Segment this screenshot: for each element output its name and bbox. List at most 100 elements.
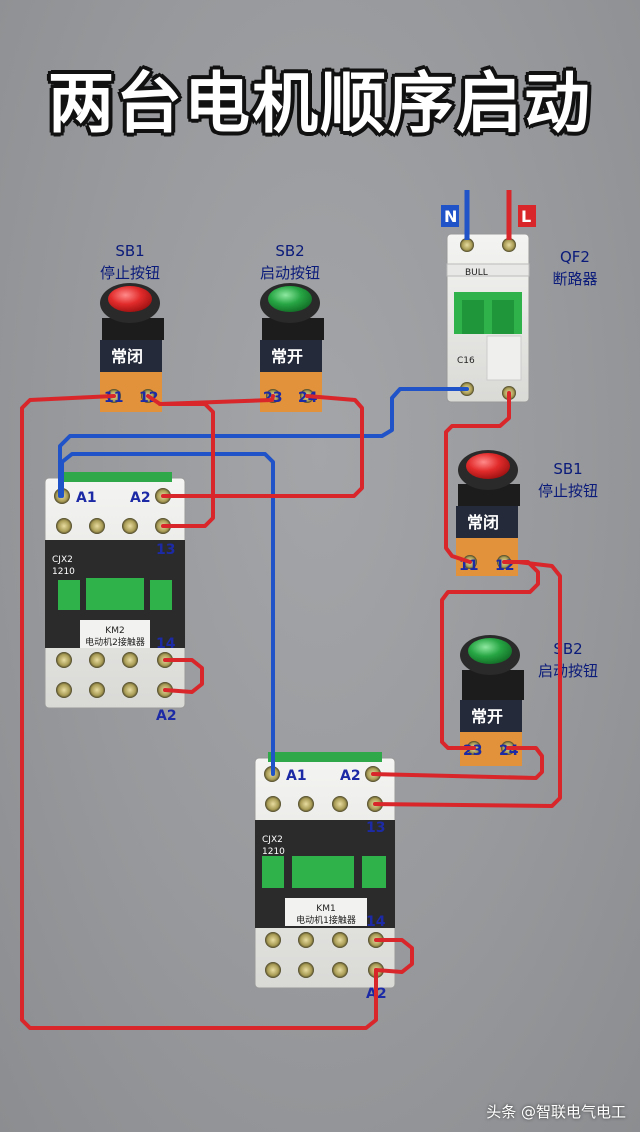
km1-top-strip [268,752,382,762]
km2-terminal-b1 [56,682,72,698]
km1-terminal-b3 [332,962,348,978]
wire-neutral-to-km2-a1 [58,387,469,498]
sb2-top-name: 启动按钮 [260,264,320,282]
sb1-top-collar [102,318,164,340]
km1-window-2 [292,856,354,888]
sb1-top-type: 常闭 [111,347,143,366]
sb2-right-block [460,700,522,732]
breaker-qf2: BULL C16 QF2 断路器 [446,233,598,403]
km1-14-label: 14 [366,914,386,930]
km1-terminal-b2 [298,962,314,978]
km1-model: CJX2 [262,835,283,845]
km2-name: 电动机2接触器 [85,636,145,648]
sb2-right-collar [462,670,524,700]
km2-terminal-b2 [89,682,105,698]
breaker-label-plate [486,335,522,381]
sb2-top-id: SB2 [275,242,304,260]
km2-model: CJX2 [52,555,73,565]
km1-terminal-t3 [332,932,348,948]
sb1-top-id: SB1 [115,242,144,260]
breaker-brand: BULL [465,268,488,278]
sb2-right-cap [468,638,512,664]
km2-nameplate [80,620,150,648]
km1-13-label: 13 [366,820,385,836]
neutral-label: N [444,207,457,226]
km2-terminal-l2 [89,518,105,534]
km1-model-num: 1210 [262,847,285,857]
sb1-top-block [100,340,162,372]
sb2-right-t2: 24 [499,743,519,759]
km1-a1-label: A1 [286,768,307,784]
sb2-top-cap [268,286,312,312]
km2-window-2 [86,578,144,610]
breaker-terminal-l [502,238,516,252]
sb1-right-type: 常闭 [467,513,499,532]
wire-km2-14-to-a2b [163,658,204,694]
km2-a2-label: A2 [130,490,151,506]
sb2-right-t1: 23 [463,743,482,759]
km1-nameplate [285,898,367,926]
button-sb2-top: SB2 启动按钮 常开 23 24 [260,242,324,412]
wire-km1-14-to-a2b [374,938,414,974]
breaker-handle-right [492,300,514,334]
km2-model-num: 1210 [52,567,75,577]
button-sb1-top: SB1 停止按钮 常闭 11 12 [100,242,164,412]
title-container: 两台电机顺序启动 [0,50,640,146]
wire-line-to-sb1-right [444,391,511,564]
km2-a2b-label: A2 [156,708,177,724]
button-sb2-right: SB2 启动按钮 常开 23 24 [460,635,598,766]
breaker-terminal-n [460,238,474,252]
wire-sb2-top-to-km2-a2 [161,394,364,498]
wire-sb1-right-to-sb2-right [440,560,540,750]
km1-id: KM1 [316,904,335,914]
wire-sb2-right-to-km1-a2 [371,746,544,780]
km2-14-label: 14 [156,636,176,652]
breaker-top-band [446,263,530,277]
sb2-top-block [260,340,322,372]
line-label: L [521,207,531,226]
wire-sb1-right-to-km1-13 [373,560,562,808]
wire-sb1-top-to-sb2-top [158,394,275,406]
sb1-right-name: 停止按钮 [538,482,598,500]
km2-terminal-l3 [122,518,138,534]
sb1-right-block [456,506,518,538]
sb2-top-type: 常开 [271,347,303,366]
sb1-right-id: SB1 [553,460,582,478]
sb1-top-name: 停止按钮 [100,264,160,282]
page-title: 两台电机顺序启动 [48,65,592,142]
sb2-right-id: SB2 [553,640,582,658]
km1-terminal-t2 [298,932,314,948]
wire-km2-a1-to-km1-a1 [60,452,275,776]
km2-id: KM2 [105,626,124,636]
watermark-credit: 头条 @智联电气电工 [486,1103,626,1121]
wire-km1-a2b-to-sb1-top [20,394,378,1030]
km1-terminal-l3 [332,796,348,812]
contactor-km2: CJX2 1210 KM2 电动机2接触器 A1 A2 13 14 A2 [44,472,186,724]
km2-window-1 [58,580,80,610]
km1-window-1 [262,856,284,888]
neutral-tag [441,205,459,227]
km2-terminal-l1 [56,518,72,534]
button-sb1-right: SB1 停止按钮 常闭 11 12 [456,450,598,576]
km2-terminal-t3 [122,652,138,668]
sb1-right-cap [466,453,510,479]
breaker-rating: C16 [457,356,475,366]
sb1-top-cap [108,286,152,312]
breaker-id-label: QF2 [560,248,590,266]
km1-window-3 [362,856,386,888]
km1-name: 电动机1接触器 [296,914,356,926]
km2-terminal-b3 [122,682,138,698]
contactor-km1: CJX2 1210 KM1 电动机1接触器 A1 A2 13 14 A2 [254,752,396,1002]
sb2-right-type: 常开 [471,707,503,726]
km1-terminal-l2 [298,796,314,812]
km2-a1-label: A1 [76,490,97,506]
km1-terminal-t1 [265,932,281,948]
km2-top-strip [58,472,172,482]
breaker-handle-left [462,300,484,334]
km2-terminal-t2 [89,652,105,668]
km2-terminal-t1 [56,652,72,668]
km2-window-3 [150,580,172,610]
km1-terminal-b1 [265,962,281,978]
breaker-name-label: 断路器 [552,270,597,288]
